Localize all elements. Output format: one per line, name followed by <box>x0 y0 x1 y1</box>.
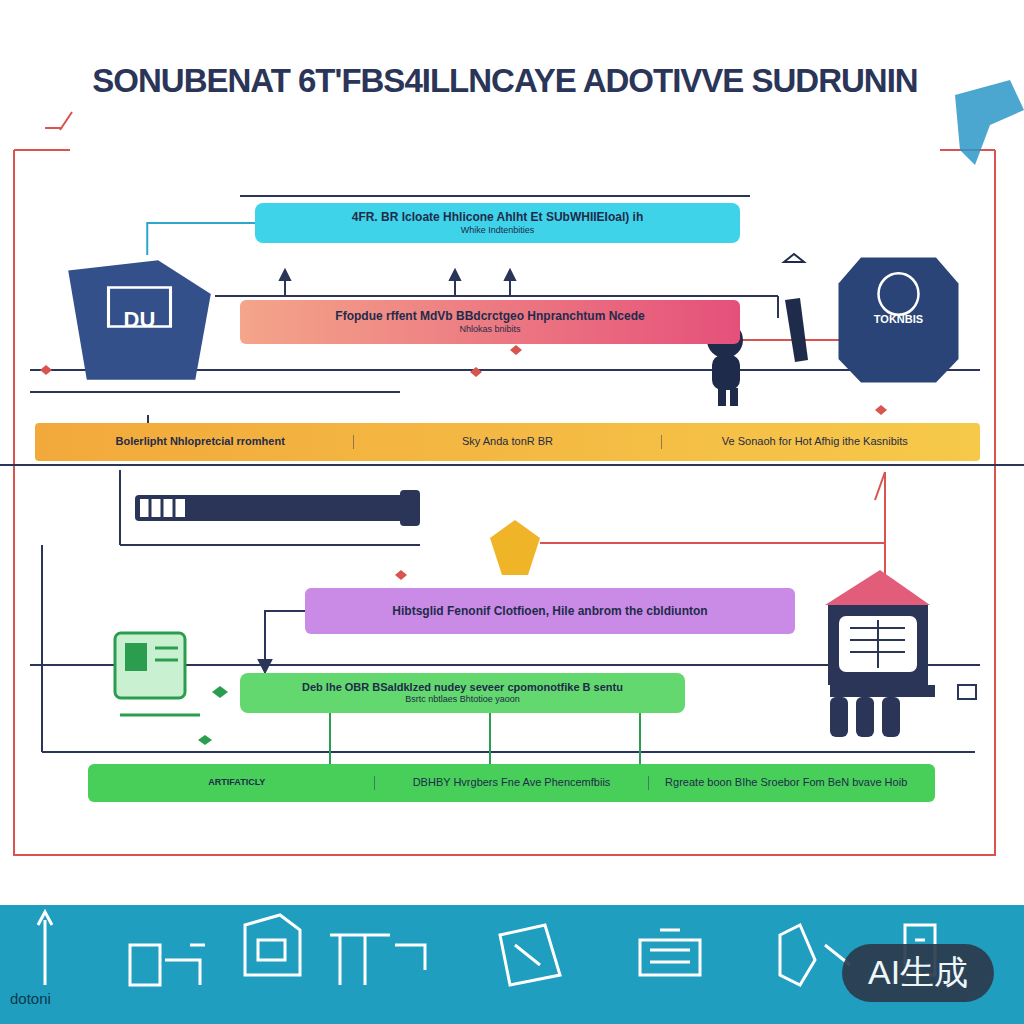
band-text: DU <box>124 306 156 334</box>
dots <box>40 345 887 580</box>
band-text: Ffopdue rffent MdVb BBdcrctgeo Hnprancht… <box>335 309 644 324</box>
band-text: Deb lhe OBR BSaldklzed nudey seveer cpom… <box>302 681 623 695</box>
footer-band <box>0 905 1024 1024</box>
red-band: Ffopdue rffent MdVb BBdcrctgeo Hnprancht… <box>240 300 740 344</box>
connector <box>147 223 255 255</box>
corner-deco <box>955 80 1024 165</box>
green-band: Deb lhe OBR BSaldklzed nudey seveer cpom… <box>240 673 685 713</box>
footer-icons <box>38 912 935 985</box>
gold-gem <box>490 520 540 575</box>
band-text: 4FR. BR Icloate Hhlicone Ahlht Et SUbWHI… <box>352 210 644 225</box>
house <box>825 570 976 737</box>
watermark: AI生成 <box>842 944 994 1002</box>
band-subtext: Sky Anda tonR BR <box>353 435 660 449</box>
monitor-icon <box>115 633 200 715</box>
frame <box>14 150 995 855</box>
purple-band: Hibtsglid Fenonif Clotfioen, Hile anbrom… <box>305 588 795 634</box>
connector <box>265 611 305 673</box>
cyan-band: 4FR. BR Icloate Hhlicone Ahlht Et SUbWHI… <box>255 203 740 243</box>
band-text: Hibtsglid Fenonif Clotfioen, Hile anbrom… <box>392 604 707 619</box>
bin-icon: DU <box>62 255 217 385</box>
rails <box>0 196 1024 752</box>
band-subtext: Nhlokas bnibits <box>459 324 520 335</box>
green-lines <box>330 712 640 765</box>
band-subtext: DBHBY Hvrgbers Fne Ave Phencemfbiis <box>374 776 649 790</box>
band-subtext: Whike Indtenbities <box>461 225 535 236</box>
band-subtext: Bsrtc nbtlaes Bhtotioe yaoon <box>405 694 520 705</box>
band-text: ARTIFATICLY <box>100 777 374 788</box>
band-subtext: Ve Sonaoh for Hot Afhig ithe Kasnibits <box>661 435 968 449</box>
band-text: TOKNBIS <box>874 313 923 327</box>
green-footer-band: ARTIFATICLYDBHBY Hvrgbers Fne Ave Phence… <box>88 764 935 802</box>
band-subtext: Rgreate boon BIhe Sroebor Fom BeN bvave … <box>648 776 923 790</box>
pen-bar <box>135 490 420 526</box>
frame-top <box>14 149 995 151</box>
band-text: Bolerlipht Nhlopretcial rromhent <box>47 435 353 449</box>
title: SONUBENAT 6T'FBS4ILLNCAYE ADOTIVVE SUDRU… <box>40 62 970 100</box>
orange-band: Bolerlipht Nhlopretcial rromhentSky Anda… <box>35 423 980 461</box>
shield-icon: TOKNBIS <box>836 255 961 385</box>
footer-mark: dotoni <box>10 990 51 1007</box>
corner-mark <box>45 112 72 130</box>
